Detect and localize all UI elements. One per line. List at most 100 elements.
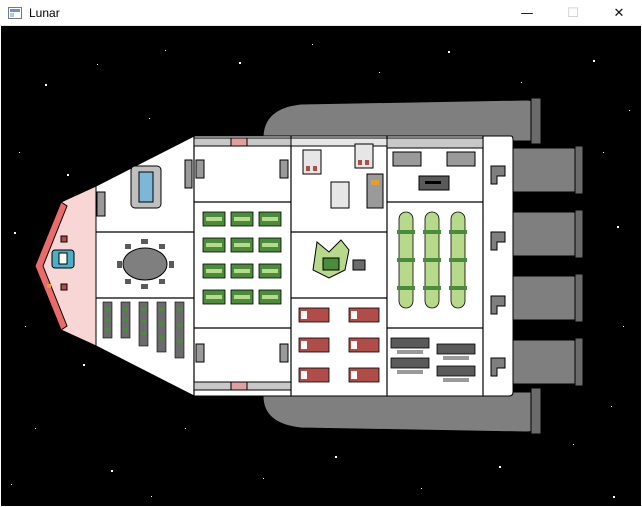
cockpit-light-icon: [60, 283, 68, 291]
star: [149, 118, 150, 119]
star: [521, 82, 522, 83]
machine-bench-icon: [436, 365, 476, 377]
close-button[interactable]: ✕: [613, 5, 625, 21]
engine-room[interactable]: [490, 165, 506, 377]
star: [613, 496, 615, 498]
gun-barrel-icon: [425, 181, 441, 184]
star: [11, 484, 12, 485]
room-walls: [96, 136, 484, 396]
chair-icon: [125, 244, 131, 249]
star: [617, 226, 619, 228]
starfield: [11, 44, 630, 498]
specimen-monitor-icon: [352, 259, 366, 271]
wall-panel-icon: [96, 191, 106, 217]
game-viewport[interactable]: [1, 26, 641, 506]
chair-icon: [169, 261, 174, 268]
star: [45, 84, 47, 86]
machine-column-icon: [174, 301, 185, 359]
star: [335, 456, 337, 458]
star: [151, 496, 152, 497]
specimen-tank-icon: [322, 257, 340, 271]
lab[interactable]: [302, 143, 384, 209]
cockpit-light-icon: [60, 235, 68, 243]
machine-bench-icon: [436, 343, 476, 355]
fuel-tanks[interactable]: [397, 211, 467, 309]
chair-icon: [117, 261, 122, 268]
star: [421, 488, 422, 489]
star: [185, 428, 186, 429]
rear-thrusters: [508, 145, 584, 387]
title-bar[interactable]: Lunar — ☐ ✕: [0, 0, 642, 26]
star: [629, 110, 630, 111]
chair-icon: [125, 279, 131, 284]
lower-nacelle: [262, 391, 540, 433]
door-icon: [279, 343, 289, 363]
workshop[interactable]: [390, 337, 476, 382]
pilot-console-icon: [58, 252, 68, 265]
engine-pipe-icon: [490, 165, 506, 185]
machine-column-icon: [138, 301, 149, 347]
upper-nacelle-cap: [530, 97, 542, 145]
lower-nacelle-cap: [530, 387, 542, 435]
engine-pipe-icon: [490, 295, 506, 315]
star: [499, 466, 501, 468]
machinery-columns[interactable]: [102, 301, 185, 359]
star: [573, 444, 574, 445]
chair-icon: [141, 284, 148, 289]
cockpit-indicator-icon: [47, 284, 51, 288]
star: [263, 478, 264, 479]
terminal-screen-icon: [371, 180, 379, 185]
weapon-rack-icon: [446, 151, 476, 167]
star: [19, 152, 20, 153]
thruster: [508, 273, 584, 323]
star: [83, 364, 85, 366]
thruster: [508, 209, 584, 259]
star: [67, 174, 69, 176]
machine-bench-icon: [390, 337, 430, 349]
lab-terminal-icon: [366, 173, 384, 209]
corridor-lower[interactable]: [195, 343, 289, 363]
armory[interactable]: [392, 151, 476, 191]
specimen-room[interactable]: [312, 239, 366, 279]
side-nacelles: [262, 97, 542, 435]
lab-cabinet-icon: [330, 181, 350, 209]
corridor-upper[interactable]: [195, 159, 289, 179]
star: [14, 232, 16, 234]
weapon-rack-icon: [392, 151, 422, 167]
star: [611, 406, 612, 407]
minimize-button[interactable]: —: [520, 5, 534, 21]
window-controls: — ☐ ✕: [504, 0, 642, 26]
machine-bench-icon: [390, 357, 430, 369]
star: [603, 152, 604, 153]
thruster: [508, 145, 584, 195]
star: [165, 50, 166, 51]
round-table-icon: [122, 247, 168, 281]
door-icon: [195, 159, 205, 179]
chair-icon: [159, 279, 165, 284]
ship-hull: [95, 135, 514, 397]
star: [239, 62, 241, 64]
chair-icon: [159, 244, 165, 249]
door-icon: [195, 343, 205, 363]
storage-bay[interactable]: [202, 211, 282, 305]
door-icon: [279, 159, 289, 179]
cockpit[interactable]: [34, 185, 97, 347]
engine-pipe-icon: [490, 231, 506, 251]
cockpit-nose-hull: [34, 201, 68, 331]
upper-nacelle: [262, 99, 540, 142]
cryo-chamber-icon: [138, 171, 154, 203]
cryo-pod-room[interactable]: [96, 159, 193, 217]
dining-room[interactable]: [117, 239, 174, 289]
star: [97, 64, 98, 65]
lab-cabinet-icon: [302, 149, 322, 175]
engine-pipe-icon: [490, 357, 506, 377]
game-canvas[interactable]: [1, 26, 641, 506]
star: [25, 326, 26, 327]
star: [448, 51, 450, 53]
chair-icon: [141, 239, 148, 244]
star: [111, 470, 113, 472]
crew-quarters[interactable]: [298, 307, 380, 383]
star: [623, 326, 624, 327]
wall-panel-icon: [184, 159, 193, 189]
